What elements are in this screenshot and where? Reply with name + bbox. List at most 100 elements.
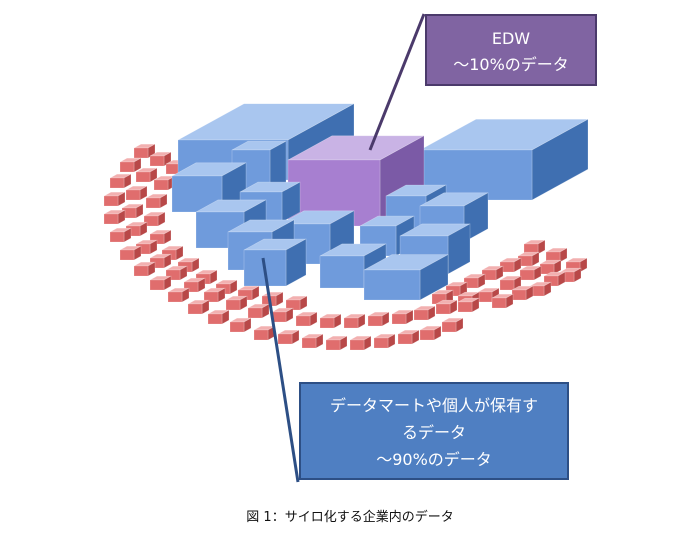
data-cube-small <box>295 311 318 327</box>
data-cube-small <box>511 285 534 301</box>
data-cube-small <box>519 265 542 281</box>
data-cube-small <box>187 299 210 315</box>
data-cube-small-front <box>397 333 413 345</box>
data-cube-small <box>103 209 126 225</box>
data-mart-cube <box>243 238 307 287</box>
data-cube-small-front <box>253 329 269 341</box>
data-cube-small-front <box>125 189 141 201</box>
data-cube-small <box>319 313 342 329</box>
data-cube-small-front <box>277 333 293 345</box>
data-cube-small <box>499 275 522 291</box>
data-cube-small-front <box>167 291 183 303</box>
data-cube-small-front <box>295 315 311 327</box>
data-cube-small-front <box>477 291 493 303</box>
data-cube-small <box>133 143 156 159</box>
data-cube-small <box>119 245 142 261</box>
data-cube-small-front <box>153 179 169 191</box>
data-cube-small-front <box>301 337 317 349</box>
edw-callout-box <box>425 14 597 86</box>
data-cube-small-front <box>491 297 507 309</box>
figure-caption: 図 1：サイロ化する企業内のデータ <box>246 509 453 525</box>
data-cube-small-front <box>511 289 527 301</box>
data-cube-small <box>109 227 132 243</box>
data-cube-small <box>529 281 552 297</box>
data-cube-small <box>435 299 458 315</box>
cube-cluster <box>103 103 589 351</box>
data-cube-small-front <box>457 301 473 313</box>
data-cube-small <box>247 303 270 319</box>
data-cube-small <box>545 247 568 263</box>
data-mart-cube <box>171 162 247 213</box>
data-cube-small <box>149 275 172 291</box>
data-cube-small <box>543 271 566 287</box>
data-cube-small <box>207 309 230 325</box>
data-cube-small <box>149 229 172 245</box>
edw-connector-line <box>368 13 426 151</box>
data-cube-small-front <box>133 265 149 277</box>
data-cube-small-front <box>135 171 151 183</box>
data-cube-small <box>203 287 226 303</box>
data-cube-small <box>413 305 436 321</box>
edw-callout-title: EDW <box>492 29 530 48</box>
data-cube-small <box>277 329 300 345</box>
data-cube-small-front <box>103 195 119 207</box>
data-mart-cube <box>363 254 449 301</box>
data-cube-small-front <box>419 329 435 341</box>
data-cube-small-front <box>119 161 135 173</box>
data-cube-small-front <box>225 299 241 311</box>
data-cube-small-front <box>391 313 407 325</box>
data-cube-small-front <box>343 317 359 329</box>
mart-callout-share: 〜90%のデータ <box>376 450 492 469</box>
data-cube-small-front <box>519 269 535 281</box>
mart-callout-line2: るデータ <box>402 423 466 442</box>
data-cube-small-front <box>435 303 451 315</box>
data-cube-small <box>103 191 126 207</box>
data-cube-small <box>349 335 372 351</box>
data-cube-small <box>367 311 390 327</box>
data-cube-small-front <box>145 197 161 209</box>
data-cube-small-front <box>367 315 383 327</box>
data-cube-small <box>343 313 366 329</box>
data-cube-small-front <box>207 313 223 325</box>
data-cube-small-front <box>349 339 365 351</box>
data-cube-small <box>325 335 348 351</box>
mart-callout-box <box>299 382 569 480</box>
data-mart-cube-front <box>319 255 365 289</box>
data-cube-small <box>463 273 486 289</box>
data-cube-small <box>523 239 546 255</box>
data-mart-cube <box>319 243 387 289</box>
data-cube-small-front <box>187 303 203 315</box>
data-cube-small <box>135 167 158 183</box>
data-cube-small-front <box>203 291 219 303</box>
data-cube-small <box>539 259 562 275</box>
data-cube-small <box>165 265 188 281</box>
data-cube-small <box>229 317 252 333</box>
data-cube-small <box>119 157 142 173</box>
data-cube-small-front <box>247 307 263 319</box>
data-cube-small-front <box>229 321 245 333</box>
data-cube-small-front <box>285 299 301 311</box>
data-cube-small <box>253 325 276 341</box>
edw-callout-share: 〜10%のデータ <box>453 55 569 74</box>
data-cube-small <box>145 193 168 209</box>
data-cube-small <box>149 151 172 167</box>
data-cube-small <box>491 293 514 309</box>
data-cube-small <box>419 325 442 341</box>
data-cube-small-front <box>119 249 135 261</box>
data-cube-small-front <box>441 321 457 333</box>
data-cube-small <box>167 287 190 303</box>
data-cube-small-front <box>413 309 429 321</box>
data-cube-small <box>125 185 148 201</box>
data-cube-small <box>457 297 480 313</box>
data-cube-small <box>261 291 284 307</box>
data-cube-small <box>441 317 464 333</box>
data-cube-small-front <box>325 339 341 351</box>
data-cube-small <box>397 329 420 345</box>
data-cube-small <box>285 295 308 311</box>
data-cube-small <box>109 173 132 189</box>
mart-callout-line1: データマートや個人が保有す <box>330 396 538 415</box>
data-mart-cube-front <box>363 269 421 301</box>
data-cube-small-front <box>103 213 119 225</box>
data-cube-small <box>133 261 156 277</box>
data-cube-small-front <box>499 279 515 291</box>
